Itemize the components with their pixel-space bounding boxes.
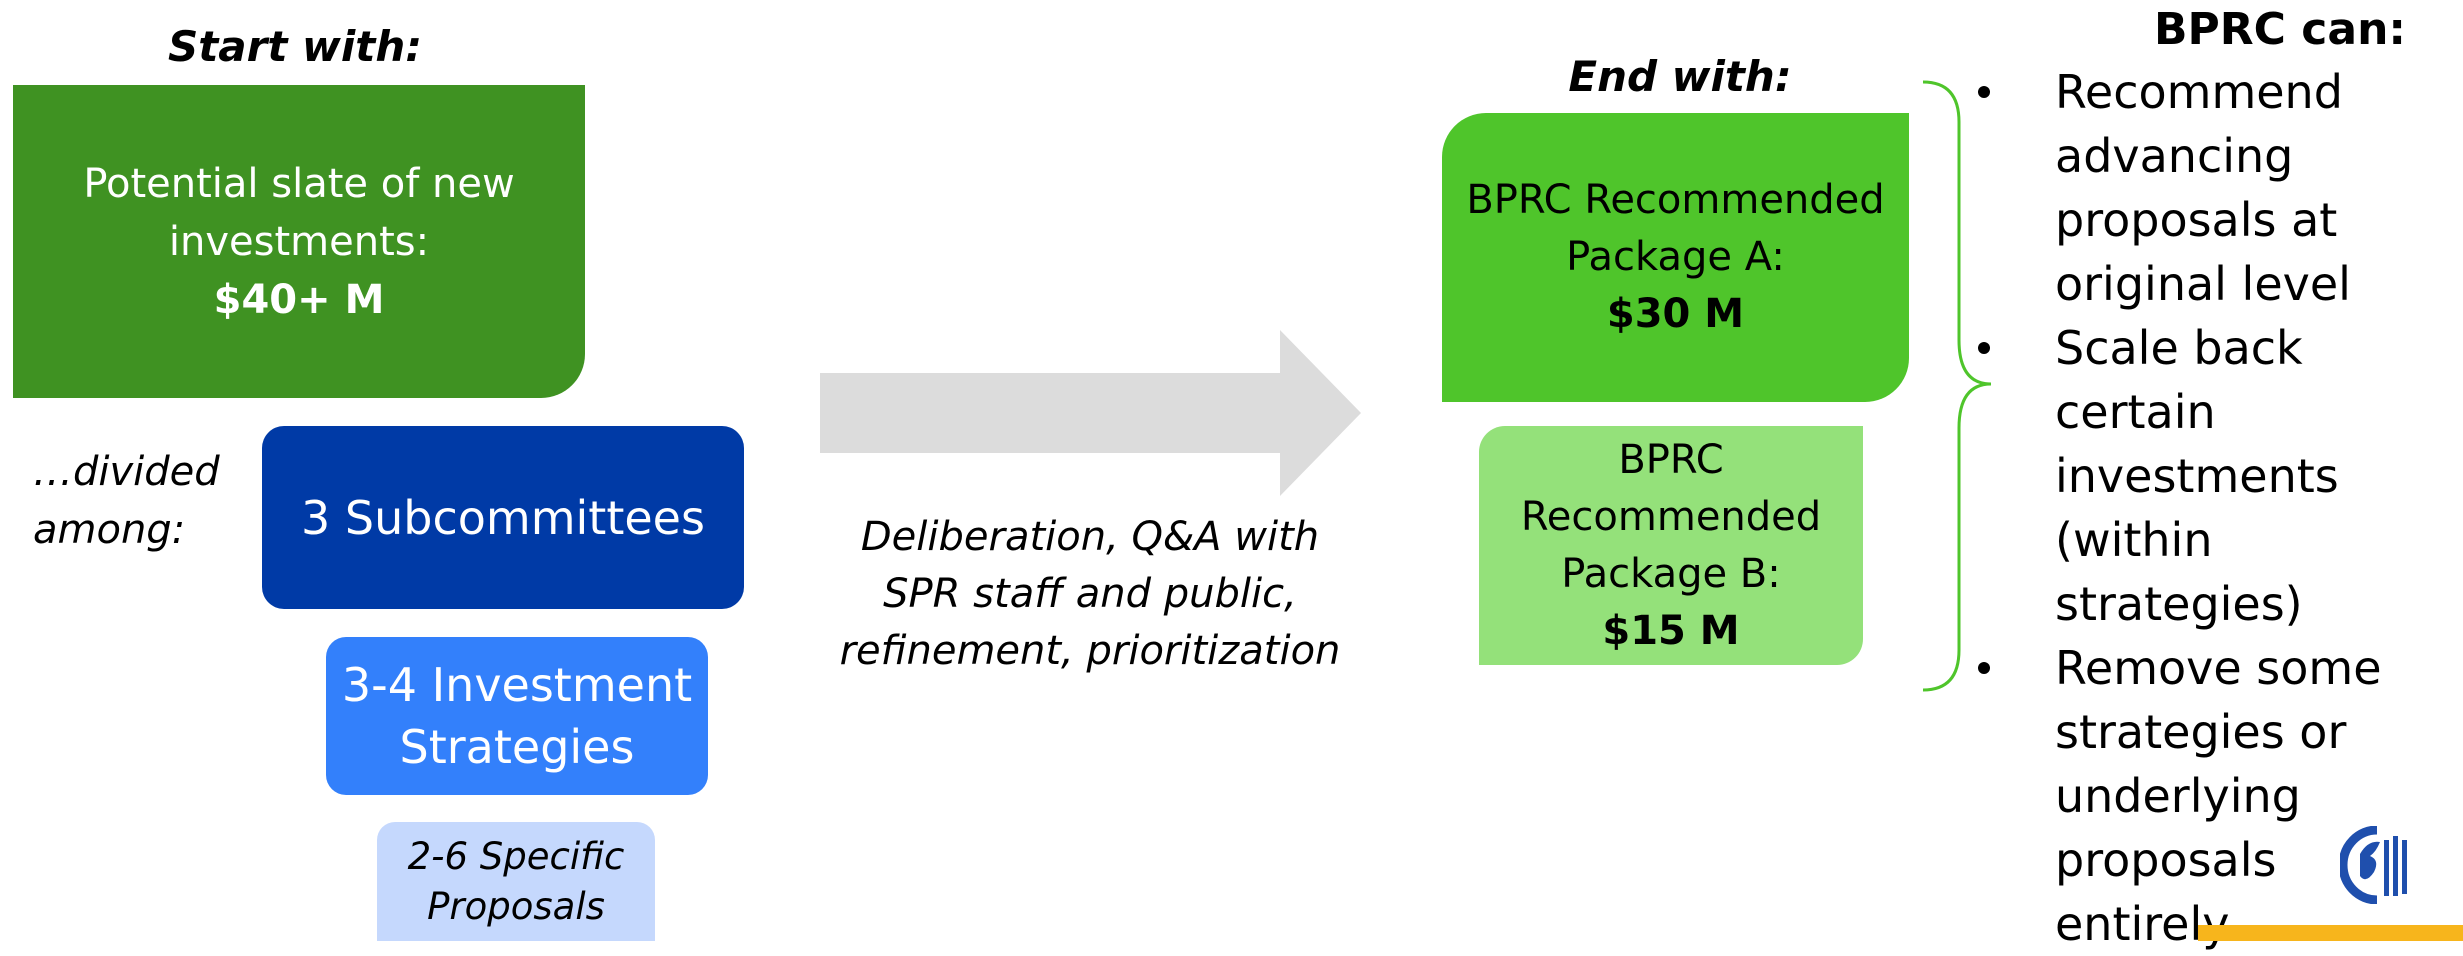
bprc-can-heading: BPRC can: <box>2154 4 2406 55</box>
slate-amount: $40+ M <box>213 276 385 323</box>
caption-line-3: refinement, prioritization <box>839 628 1341 674</box>
investment-strategies-box: 3-4 Investment Strategies <box>326 637 708 795</box>
start-heading: Start with: <box>167 22 423 71</box>
grouping-brace-icon <box>1922 80 1992 692</box>
caption-line-1: Deliberation, Q&A with <box>860 514 1320 560</box>
subcommittees-label: 3 Subcommittees <box>301 490 705 545</box>
slate-line-2: investments: <box>168 218 430 265</box>
bullet-item: Remove some strategies or underlying pro… <box>1974 636 2454 956</box>
bprc-options-list: Recommend advancing proposals at origina… <box>1974 60 2454 956</box>
specific-proposals-box: 2-6 Specific Proposals <box>377 822 655 941</box>
package-b-line-2: Recommended <box>1520 493 1822 540</box>
divided-line-1: …divided <box>33 449 220 495</box>
package-b-line-3: Package B: <box>1561 550 1781 597</box>
package-a-amount: $30 M <box>1606 291 1745 337</box>
package-b-amount: $15 M <box>1602 607 1740 654</box>
process-caption: Deliberation, Q&A with SPR staff and pub… <box>830 509 1350 680</box>
package-a-box: BPRC Recommended Package A: $30 M <box>1442 113 1909 402</box>
bullet-item: Recommend advancing proposals at origina… <box>1974 60 2454 316</box>
proposals-line-1: 2-6 Specific <box>407 834 625 878</box>
package-a-line-1: BPRC Recommended <box>1466 177 1885 223</box>
strategies-line-1: 3-4 Investment <box>341 658 693 712</box>
end-heading: End with: <box>1568 52 1792 101</box>
proposals-line-2: Proposals <box>427 884 605 928</box>
footer-accent-bar <box>2198 925 2463 941</box>
package-a-line-2: Package A: <box>1566 234 1785 280</box>
subcommittees-box: 3 Subcommittees <box>262 426 744 609</box>
process-arrow-icon <box>820 330 1361 496</box>
caption-line-2: SPR staff and public, <box>883 571 1297 617</box>
potential-slate-box: Potential slate of new investments: $40+… <box>13 85 585 398</box>
slate-line-1: Potential slate of new <box>83 160 515 207</box>
divided-among-note: …divided among: <box>33 443 253 559</box>
city-seal-logo-icon <box>2340 826 2407 904</box>
bullet-item: Scale back certain investments (within s… <box>1974 316 2454 636</box>
strategies-line-2: Strategies <box>399 720 635 774</box>
package-b-line-1: BPRC <box>1618 436 1724 483</box>
divided-line-2: among: <box>33 507 186 553</box>
package-b-box: BPRC Recommended Package B: $15 M <box>1479 426 1863 665</box>
